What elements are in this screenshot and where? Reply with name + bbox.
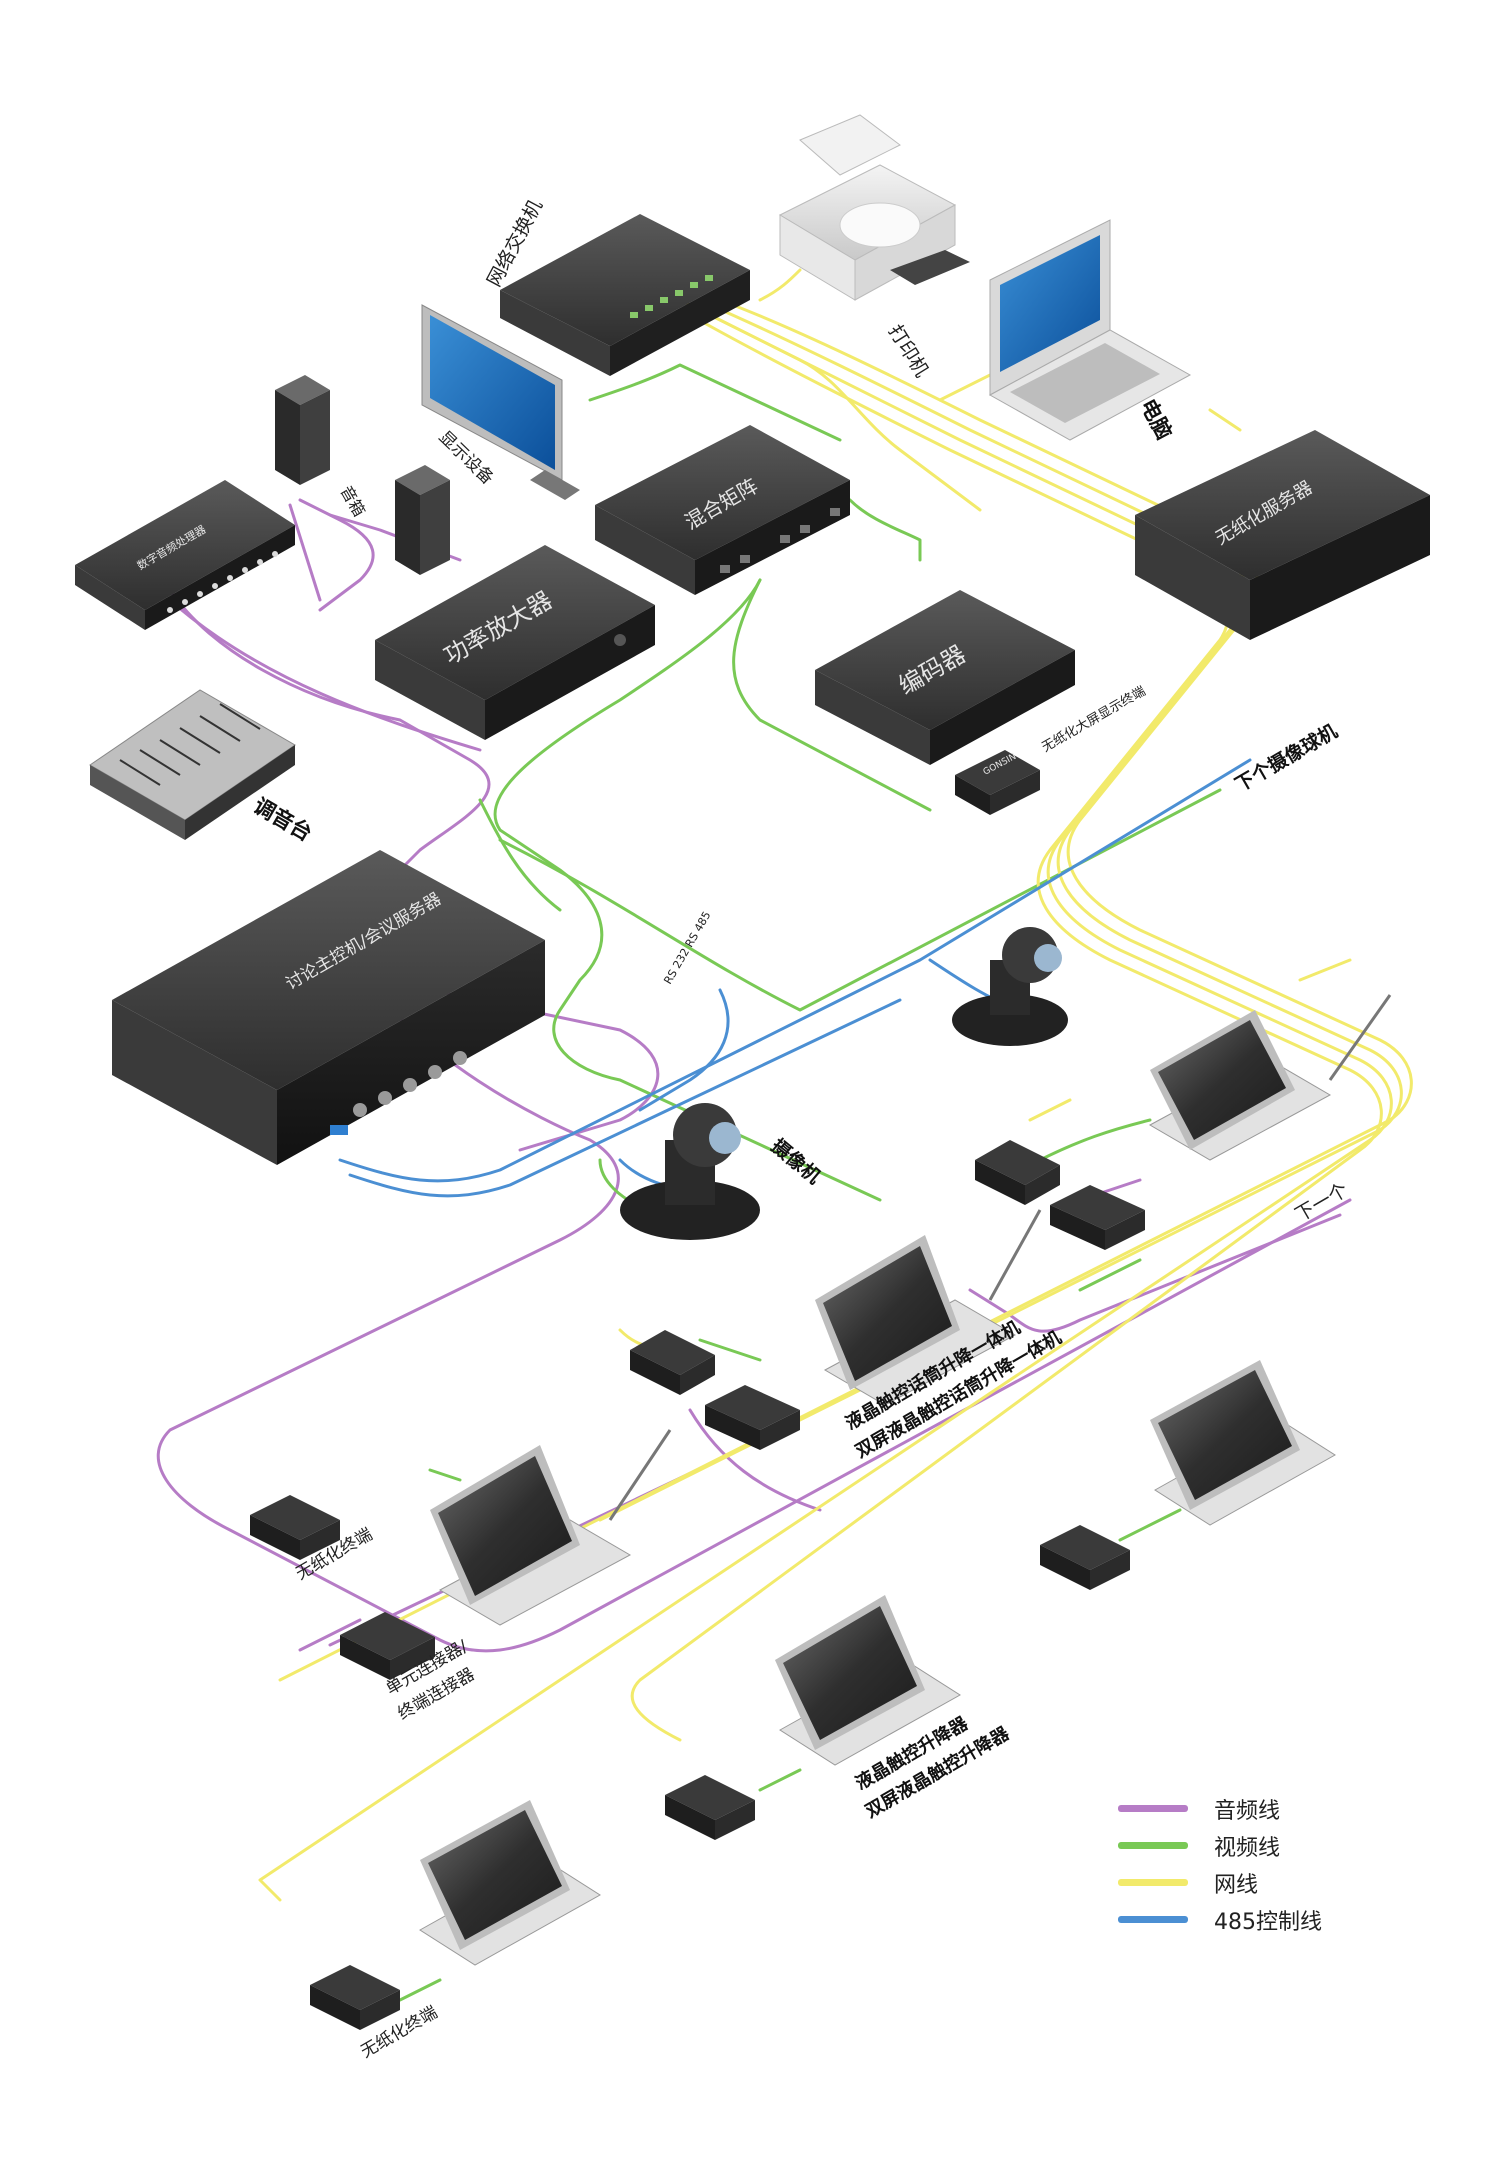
terminal-box-1 — [975, 1140, 1060, 1205]
legend-swatch-audio — [1118, 1805, 1188, 1812]
terminal-box-5 — [1040, 1525, 1130, 1590]
main-controller — [112, 850, 545, 1165]
lcd-lift-unit-2 — [775, 1595, 961, 1766]
legend-label: 网线 — [1214, 1872, 1259, 1898]
legend-label: 音频线 — [1214, 1798, 1281, 1824]
legend-label: 485控制线 — [1214, 1909, 1322, 1935]
lcd-mic-lift-unit-1 — [1148, 994, 1392, 1161]
paperless-terminal-box-2 — [310, 1965, 400, 2030]
printer-label: 打印机 — [884, 321, 933, 381]
speaker-icon-1 — [275, 375, 330, 485]
large-screen-terminal — [955, 750, 1040, 815]
legend-item-network: 网线 — [1118, 1864, 1378, 1901]
display-monitor-icon — [421, 304, 580, 500]
power-amplifier — [375, 545, 655, 740]
lcd-lift-unit-3 — [419, 1800, 601, 1966]
video-cables — [398, 363, 1222, 2002]
camera-label: 摄像机 — [767, 1134, 825, 1188]
terminal-box-6 — [665, 1775, 755, 1840]
speaker-icon-2 — [395, 465, 450, 575]
network-switch — [500, 214, 750, 376]
speaker-label: 音箱 — [337, 483, 369, 520]
legend-swatch-video — [1118, 1842, 1188, 1849]
printer-icon — [778, 114, 970, 301]
ptz-camera-upper — [952, 927, 1068, 1046]
mixer-label: 调音台 — [250, 794, 317, 846]
terminal-box-2 — [1050, 1185, 1145, 1250]
legend-item-485: 485控制线 — [1118, 1901, 1378, 1938]
encoder — [815, 590, 1075, 765]
audio-processor — [75, 480, 295, 630]
hybrid-matrix — [595, 425, 850, 595]
lcd-lift-unit-1 — [1150, 1360, 1336, 1526]
legend-swatch-network — [1118, 1879, 1188, 1886]
next-ptz-camera-label: 下个摄像球机 — [1231, 719, 1341, 796]
mixer-icon — [89, 689, 296, 840]
paperless-server — [1135, 430, 1430, 640]
computer-icon — [988, 219, 1192, 441]
computer-label: 电脑 — [1136, 395, 1177, 443]
terminal-box-4 — [705, 1385, 800, 1450]
legend-item-video: 视频线 — [1118, 1827, 1378, 1864]
legend: 音频线 视频线 网线 485控制线 — [1118, 1790, 1378, 1938]
legend-label: 视频线 — [1214, 1835, 1281, 1861]
legend-item-audio: 音频线 — [1118, 1790, 1378, 1827]
lcd-mic-lift-unit-2 — [815, 1209, 1042, 1406]
legend-swatch-485 — [1118, 1916, 1188, 1923]
terminal-box-3 — [630, 1330, 715, 1395]
lcd-mic-lift-unit-3 — [430, 1429, 672, 1626]
unit-connector-box — [340, 1612, 435, 1680]
rs-ports-label: RS 232 RS 485 — [661, 909, 713, 986]
paperless-terminal-box-1 — [250, 1495, 340, 1560]
cable-layer — [156, 268, 1413, 2002]
ptz-camera-lower — [620, 1103, 760, 1240]
